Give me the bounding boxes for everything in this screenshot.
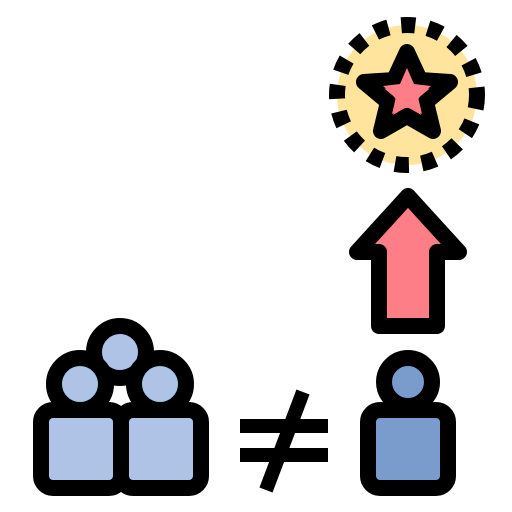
single-person-icon bbox=[360, 350, 456, 496]
individual-body bbox=[360, 402, 456, 496]
star-badge-icon bbox=[329, 17, 485, 173]
up-arrow-icon bbox=[349, 188, 467, 334]
group-of-people-icon bbox=[33, 318, 209, 496]
not-equal-slash bbox=[259, 389, 310, 493]
crowd-person-body-left bbox=[33, 402, 129, 496]
star-inner-fill bbox=[383, 68, 431, 114]
arrow-shape bbox=[349, 188, 467, 334]
not-equal-sign-icon bbox=[240, 389, 328, 493]
crowd-person-body-right bbox=[113, 402, 209, 496]
badge-dashed-outline bbox=[329, 17, 485, 173]
individual-head bbox=[376, 350, 440, 414]
